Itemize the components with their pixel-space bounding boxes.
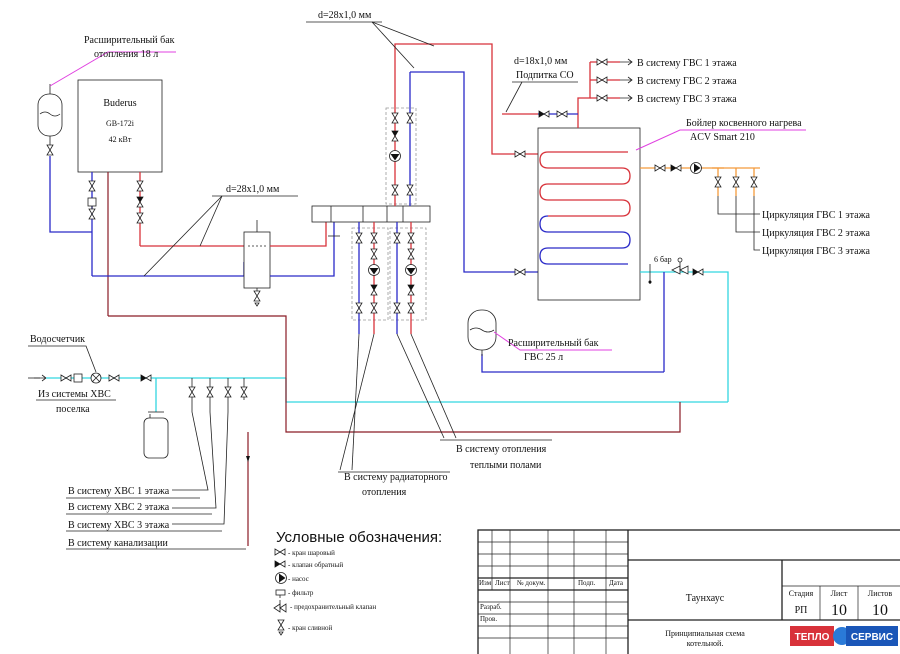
company-logo: ТЕПЛО СЕРВИС bbox=[790, 626, 898, 646]
legend-item: - фильтр bbox=[288, 589, 314, 597]
cold-source-label: Из системы ХВС bbox=[38, 389, 111, 400]
filter-icon bbox=[275, 589, 286, 598]
dhw-coil-return bbox=[410, 71, 538, 273]
radiator-label: В систему радиаторного bbox=[344, 472, 448, 483]
stage-header: Стадия bbox=[789, 589, 814, 598]
logo-text: СЕРВИС bbox=[851, 632, 893, 643]
exp-tank-heating-label: Расширительный бак bbox=[84, 35, 175, 46]
dhw-loop-group bbox=[385, 107, 417, 205]
boiler-power: 42 кВт bbox=[109, 135, 132, 144]
legend: Условные обозначения: - кран шаровый - к… bbox=[273, 529, 442, 636]
logo-text: ТЕПЛО bbox=[795, 632, 830, 643]
title-block-header: Дата bbox=[609, 579, 624, 587]
dhw-coil-supply bbox=[394, 43, 538, 155]
distribution-manifold bbox=[311, 205, 431, 223]
stage-value: РП bbox=[795, 605, 808, 616]
floor-heating-label: теплыми полами bbox=[470, 460, 542, 471]
water-meter-label: Водосчетчик bbox=[30, 334, 85, 345]
pipe-diameter-label: d=28х1,0 мм bbox=[318, 10, 372, 21]
project-name: Таунхаус bbox=[686, 593, 725, 604]
title-block-header: Подп. bbox=[578, 579, 596, 587]
cold-floor-label: В систему ХВС 3 этажа bbox=[68, 520, 170, 531]
legend-item: - насос bbox=[288, 575, 309, 583]
exp-tank-dhw-label: Расширительный бак bbox=[508, 338, 599, 349]
sheet-value: 10 bbox=[831, 602, 847, 619]
heating-expansion-tank bbox=[37, 84, 63, 156]
dhw-circulation-label: Циркуляция ГВС 3 этажа bbox=[762, 246, 870, 257]
dhw-floor-label: В систему ГВС 2 этажа bbox=[637, 76, 737, 87]
floor-heating-label: В систему отопления bbox=[456, 444, 547, 455]
hydraulic-separator bbox=[243, 220, 271, 307]
expansion-pipe bbox=[49, 156, 92, 233]
exp-tank-dhw-label: ГВС 25 л bbox=[524, 352, 563, 363]
cold-floor-label: В систему ХВС 1 этажа bbox=[68, 486, 170, 497]
title-block-role: Разраб. bbox=[480, 603, 502, 611]
cold-source-label: поселка bbox=[56, 404, 90, 415]
floor-heating-group bbox=[389, 227, 427, 321]
separator-to-manifold-supply bbox=[270, 222, 327, 247]
sewer-label: В систему канализации bbox=[68, 538, 168, 549]
sheets-value: 10 bbox=[872, 602, 888, 619]
callout-line bbox=[635, 129, 806, 151]
dhw-floor-label: В систему ГВС 3 этажа bbox=[637, 94, 737, 105]
feed-label: Подпитка СО bbox=[516, 70, 574, 81]
drawing-name: Принципиальная схема bbox=[665, 629, 745, 638]
drawing-name: котельной. bbox=[687, 639, 724, 648]
title-block: Изм Лист № докум. Подп. Дата Разраб. Про… bbox=[477, 529, 900, 654]
dhw-floor-label: В систему ГВС 1 этажа bbox=[637, 58, 737, 69]
filter-icon bbox=[87, 197, 97, 210]
radiator-circuit-group bbox=[351, 227, 389, 321]
legend-item: - клапан обратный bbox=[288, 561, 343, 569]
water-filter-cylinder bbox=[143, 378, 169, 459]
radiator-label: отопления bbox=[362, 487, 407, 498]
dhw-hot-riser bbox=[577, 62, 591, 128]
pipe-diameter-label: d=28х1,0 мм bbox=[226, 184, 280, 195]
title-block-header: № докум. bbox=[517, 579, 546, 587]
legend-item: - кран шаровый bbox=[288, 549, 335, 557]
cold-floor-label: В систему ХВС 2 этажа bbox=[68, 502, 170, 513]
legend-title: Условные обозначения: bbox=[276, 529, 442, 546]
pipe-diameter-label: d=18х1,0 мм bbox=[514, 56, 568, 67]
dhw-circulation-label: Циркуляция ГВС 2 этажа bbox=[762, 228, 870, 239]
dhw-expansion-tank bbox=[467, 309, 497, 356]
legend-item: - кран сливной bbox=[288, 624, 332, 632]
dhw-cold-supply bbox=[640, 271, 729, 402]
sheets-header: Листов bbox=[868, 589, 893, 598]
dhw-boiler-label: Бойлер косвенного нагрева bbox=[686, 118, 802, 129]
exp-tank-heating-label: отопления 18 л bbox=[94, 49, 158, 60]
callout-line bbox=[49, 51, 176, 87]
boiler-brand: Buderus bbox=[103, 98, 136, 109]
safety-valve-icon bbox=[671, 257, 689, 275]
safety-pressure-label: 6 бар bbox=[654, 255, 672, 264]
water-meter-icon bbox=[90, 372, 102, 384]
callout-line bbox=[493, 331, 612, 351]
cold-water-to-dhw bbox=[285, 378, 680, 403]
title-block-header: Лист bbox=[495, 579, 510, 587]
return-to-separator bbox=[92, 262, 245, 277]
indirect-dhw-boiler bbox=[537, 127, 641, 301]
separator-to-manifold-return bbox=[270, 222, 335, 277]
gas-boiler: Buderus GB-172i 42 кВт bbox=[77, 79, 163, 173]
title-block-header: Изм bbox=[479, 579, 492, 587]
legend-item: - предохранительный клапан bbox=[290, 603, 376, 611]
title-block-role: Пров. bbox=[480, 615, 497, 623]
boiler-model: GB-172i bbox=[106, 119, 135, 128]
filter-icon bbox=[73, 373, 83, 383]
dhw-boiler-label: ACV Smart 210 bbox=[690, 132, 755, 143]
dhw-circulation-label: Циркуляция ГВС 1 этажа bbox=[762, 210, 870, 221]
sheet-header: Лист bbox=[831, 589, 848, 598]
drain-collector bbox=[108, 315, 681, 433]
safety-valve-icon bbox=[273, 600, 287, 613]
